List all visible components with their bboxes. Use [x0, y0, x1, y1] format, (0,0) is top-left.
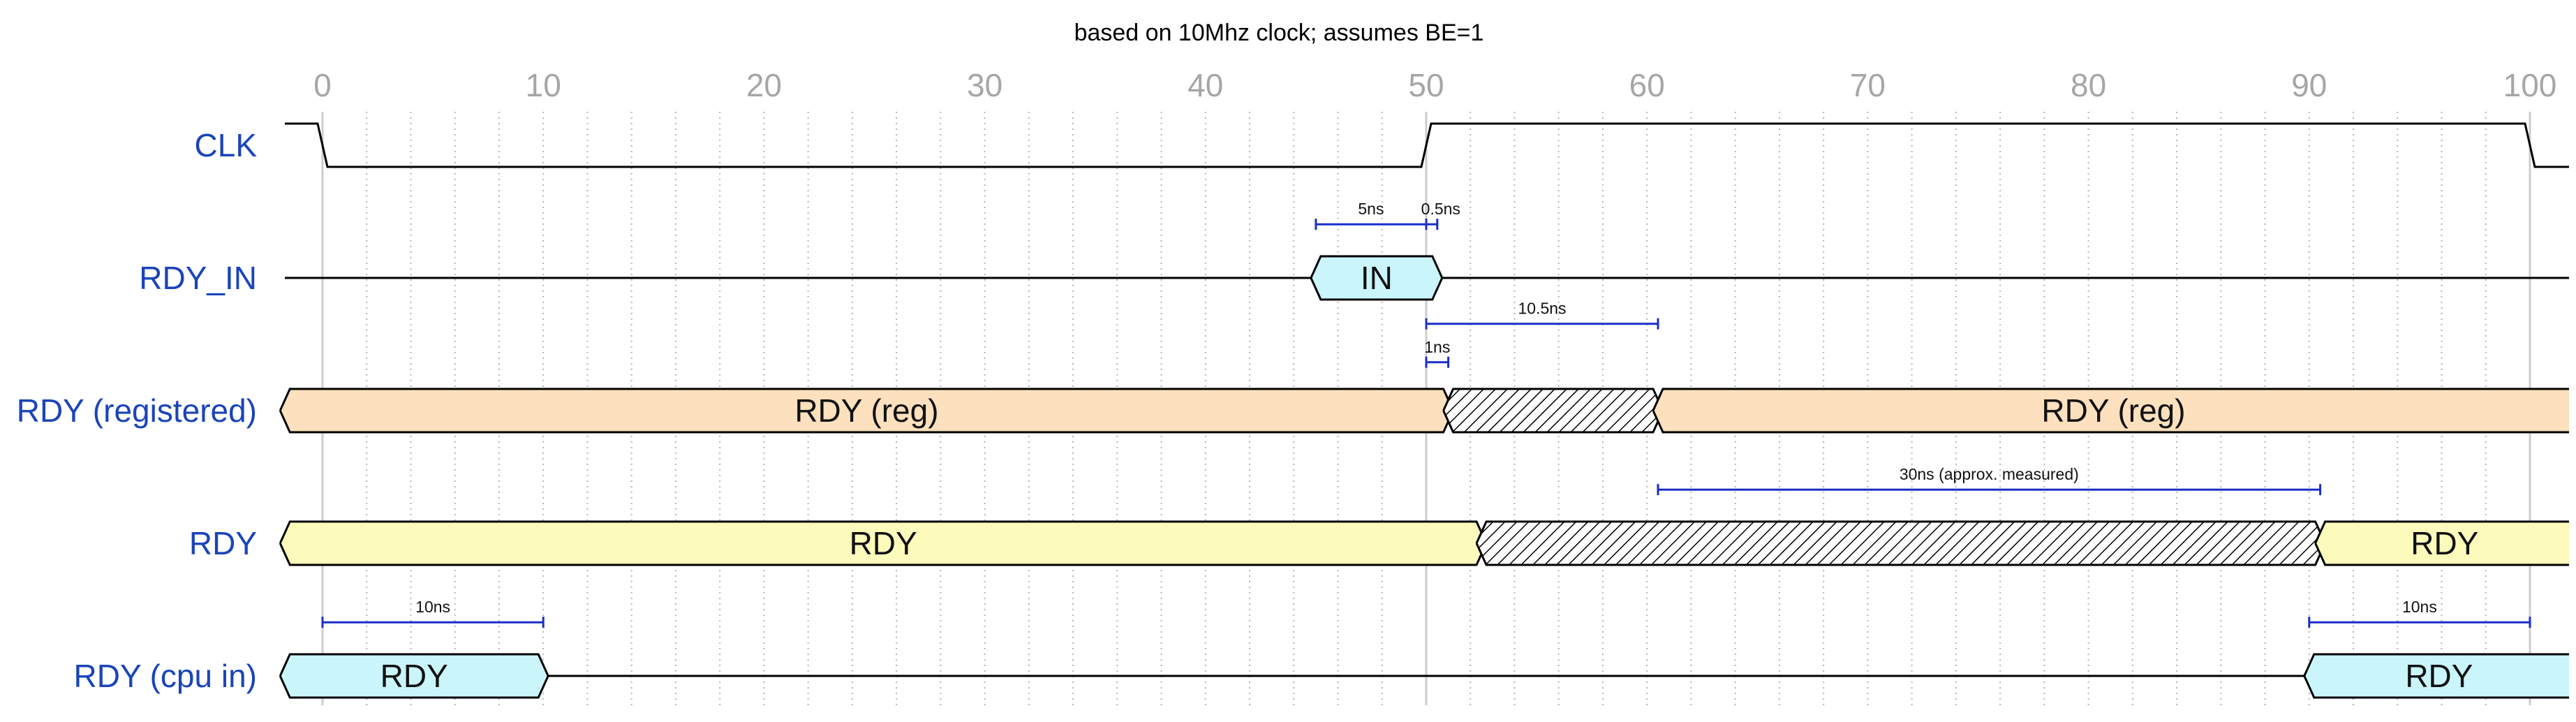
timing-annotations: 5ns 0.5ns 10.5ns 1ns 30ns (approx. measured)…: [321, 200, 2531, 628]
time-tick-label: 90: [2291, 67, 2327, 103]
segment-edge: [279, 653, 549, 677]
time-tick-label: 40: [1187, 67, 1223, 103]
undefined-state-segment: [1443, 389, 1664, 432]
time-tick-label: 50: [1408, 67, 1444, 103]
segment-edge: [2303, 675, 2569, 699]
segment-label: IN: [1361, 260, 1393, 296]
segment-edge: [279, 675, 549, 699]
data-segment: [280, 654, 549, 698]
data-segment: [2315, 522, 2569, 565]
time-tick-label: 70: [1850, 67, 1886, 103]
duration-label: 10.5ns: [1518, 300, 1566, 318]
signal-name-label: RDY_IN: [139, 260, 257, 296]
duration-label: 1ns: [1424, 338, 1450, 356]
segment-edge: [1310, 255, 1444, 279]
data-segment: [280, 522, 1487, 565]
time-tick-label: 30: [967, 67, 1002, 103]
segment-edge: [1652, 410, 2569, 434]
duration-label: 30ns (approx. measured): [1900, 465, 2079, 483]
signal-name-label: RDY: [189, 525, 257, 561]
data-segment: [1653, 389, 2569, 432]
time-tick-label: 60: [1629, 67, 1665, 103]
duration-annotation: 5ns: [1315, 200, 1428, 230]
clock-waveform: [285, 122, 2569, 168]
time-tick-label: 10: [526, 67, 561, 103]
segment-label: RDY (reg): [794, 392, 938, 429]
time-axis-ticks: 0 10 20 30 40 50 60 70 80 90 100: [313, 67, 2556, 103]
segment-edge: [1310, 277, 1444, 301]
data-segment: [2304, 654, 2569, 698]
segment-edge: [2314, 543, 2569, 566]
duration-label: 10ns: [415, 598, 450, 616]
signal-row: CLK: [195, 122, 2569, 168]
time-tick-label: 80: [2071, 67, 2106, 103]
duration-annotation: 0.5ns: [1421, 200, 1460, 230]
segment-label: RDY: [2411, 525, 2478, 561]
data-segment: [1310, 256, 1442, 300]
segment-label: RDY: [380, 658, 448, 694]
signal-row: RDY RDY RDY: [189, 520, 2569, 566]
time-tick-label: 100: [2503, 67, 2557, 103]
signal-name-label: RDY (registered): [17, 392, 257, 429]
signal-row: RDY (cpu in) RDY RDY: [74, 653, 2569, 699]
duration-annotation: 30ns (approx. measured): [1657, 465, 2322, 496]
duration-annotation: 10ns: [321, 598, 545, 628]
segment-label: RDY: [2405, 658, 2473, 694]
undefined-state-segment: [1476, 522, 2325, 565]
time-tick-label: 0: [313, 67, 332, 103]
segment-edge: [2303, 653, 2569, 677]
diagram-title: based on 10Mhz clock; assumes BE=1: [1074, 20, 1484, 46]
duration-label: 5ns: [1358, 200, 1384, 218]
signal-name-label: CLK: [195, 127, 258, 163]
segment-edge: [1652, 388, 2569, 411]
duration-label: 10ns: [2402, 598, 2437, 616]
duration-annotation: 10ns: [2308, 598, 2531, 628]
duration-annotation: 10.5ns: [1425, 300, 1659, 330]
duration-label: 0.5ns: [1421, 200, 1460, 218]
time-tick-label: 20: [746, 67, 782, 103]
signal-row: RDY_IN IN: [139, 255, 2569, 301]
segment-label: RDY (reg): [2041, 392, 2185, 429]
signal-name-label: RDY (cpu in): [74, 658, 257, 694]
duration-annotation: 1ns: [1424, 338, 1450, 368]
data-segment: [280, 389, 1453, 432]
segment-label: RDY: [850, 525, 917, 561]
segment-edge: [2314, 520, 2569, 544]
signal-row: RDY (registered) RDY (reg) RDY (reg): [17, 388, 2569, 434]
